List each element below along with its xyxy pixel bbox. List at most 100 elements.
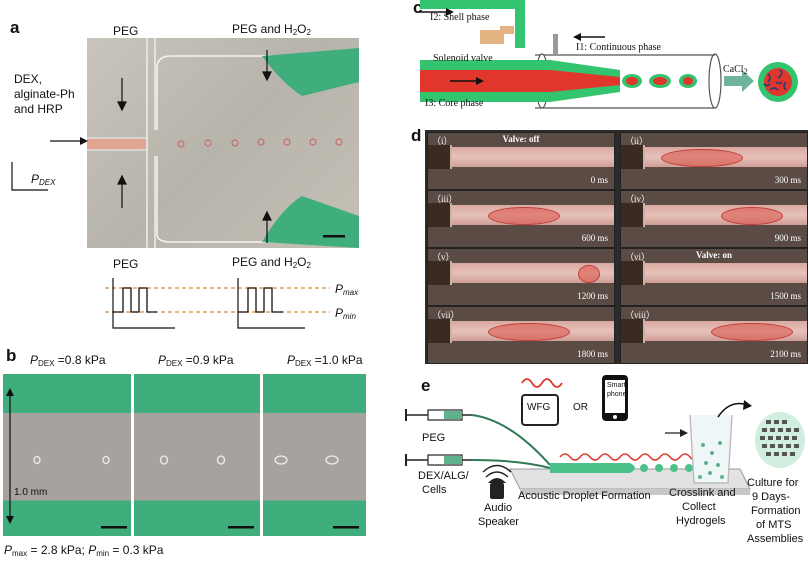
peg-h2o2-sub2: 2 [306, 28, 311, 37]
video-frame: （vii）1800 ms [427, 306, 615, 364]
frame-index-label: （vii） [432, 310, 460, 320]
wave-peg-h2o2-label: PEG and H2O2 [232, 255, 311, 270]
capillary-tube [428, 147, 614, 167]
shell-phase-label: I2: Shell phase [430, 12, 490, 23]
frame-time-label: 600 ms [581, 233, 608, 243]
culture-label-1: Culture for [747, 477, 799, 489]
crosslink-label-2: Collect [682, 501, 716, 513]
syringe-peg [405, 409, 472, 421]
dex-label-e-1: DEX/ALG/ [418, 470, 469, 482]
audio-label-1: Audio [484, 502, 513, 514]
frame-index-label: （iv） [625, 194, 651, 204]
pmin-p: P [335, 306, 344, 320]
wave-o: O [297, 255, 307, 269]
capillary-tube [428, 263, 614, 283]
panel-b-title-3-val: =1.0 kPa [311, 353, 363, 367]
panel-b-title-2-sub: DEX [166, 359, 183, 368]
video-frame: （iv） 900 ms [620, 190, 808, 248]
frame-index-label: （ii） [625, 136, 649, 146]
panel-d-letter: d [411, 126, 422, 145]
or-label: OR [573, 402, 588, 413]
cacl2-label: CaCl2 [723, 64, 748, 76]
panel-b-title-1-val: =0.8 kPa [54, 353, 106, 367]
droplet [721, 207, 783, 225]
panel-e-schematic-svg [405, 375, 805, 499]
dex-label-e-2: Cells [422, 484, 447, 496]
culture-label-5: Assemblies [747, 533, 804, 545]
wave-sub2: 2 [306, 261, 311, 270]
panel-b-title-3-p: P [287, 353, 296, 367]
valve-state-label: Valve: on [696, 250, 732, 260]
panel-b-title-1: PDEX =0.8 kPa [30, 353, 106, 368]
frame-time-label: 0 ms [590, 175, 608, 185]
capillary-nozzle [428, 261, 452, 285]
peg-label-top: PEG [113, 24, 139, 38]
droplet [578, 265, 600, 283]
pdex-p: P [31, 172, 40, 186]
panel-b-scale-arrow [6, 388, 14, 524]
acoustic-label: Acoustic Droplet Formation [518, 490, 651, 502]
footer-val2: = 0.3 kPa [109, 543, 164, 557]
frame-index-label: （iii） [432, 194, 458, 204]
solenoid-valve-label: Solenoid valve [433, 53, 493, 64]
video-frame: （v） 1200 ms [427, 248, 615, 306]
droplet [488, 207, 560, 225]
frame-index-label: （vi） [625, 252, 651, 262]
peg-label-e: PEG [422, 432, 446, 444]
panel-b-title-2: PDEX =0.9 kPa [158, 353, 234, 368]
panel-e-letter: e [421, 376, 431, 395]
pressure-waveform [105, 278, 330, 329]
smartphone-label-1: Smart [607, 382, 626, 389]
pmax-sub: max [343, 288, 359, 297]
video-frame: （ii）300 ms [620, 132, 808, 190]
footer-sub2: min [96, 549, 110, 558]
panel-a-micrograph [87, 38, 359, 248]
capillary-nozzle [428, 319, 452, 343]
footer-p1: P [4, 543, 13, 557]
peg-h2o2-o: O [297, 22, 307, 36]
frame-index-label: （v） [432, 252, 455, 262]
panel-c-device-svg [420, 0, 798, 109]
culture-label-2: 9 Days- [752, 491, 790, 503]
frame-time-label: 900 ms [774, 233, 801, 243]
video-frame: （vi） Valve: on 1500 ms [620, 248, 808, 306]
panel-b-image-3-svg [274, 455, 359, 529]
wfg-label: WFG [527, 402, 551, 413]
peg-h2o2-text: PEG and H [232, 22, 293, 36]
panel-b-image-3 [263, 374, 366, 536]
culture-label-3: Formation [751, 505, 801, 517]
continuous-phase-label: I1: Continuous phase [576, 42, 661, 53]
frame-index-label: （viii） [625, 310, 656, 320]
panel-b-image-2 [134, 374, 260, 536]
panel-b-title-1-sub: DEX [38, 359, 55, 368]
audio-label-2: Speaker [478, 516, 519, 528]
capillary-nozzle [428, 203, 452, 227]
capillary-tube [621, 263, 807, 283]
panel-b-title-3: PDEX =1.0 kPa [287, 353, 363, 368]
footer-val1: = 2.8 kPa; [27, 543, 89, 557]
droplet [488, 323, 570, 341]
core-phase-label: I3: Core phase [425, 98, 484, 109]
panel-b-title-1-p: P [30, 353, 39, 367]
video-frame: （viii）2100 ms [620, 306, 808, 364]
panel-c-letter: c [413, 0, 423, 17]
pdex-step-icon [11, 162, 48, 191]
dex-text-2: alginate-Ph [14, 87, 75, 101]
frame-time-label: 1200 ms [577, 291, 608, 301]
capillary-nozzle [621, 261, 645, 285]
droplet [711, 323, 793, 341]
peg-h2o2-sub1: 2 [292, 28, 298, 37]
pmax-p: P [335, 282, 344, 296]
footer-sub1: max [12, 549, 28, 558]
pdex-sub: DEX [39, 178, 56, 187]
capillary-nozzle [621, 145, 645, 169]
dex-text-1: DEX, [14, 72, 43, 86]
panel-a-letter: a [10, 18, 20, 37]
frame-time-label: 1500 ms [770, 291, 801, 301]
capillary-nozzle [428, 145, 452, 169]
panel-b-scale-label: 1.0 mm [14, 487, 48, 498]
dex-text-3: and HRP [14, 102, 63, 116]
crosslink-label-1: Crosslink and [669, 487, 736, 499]
